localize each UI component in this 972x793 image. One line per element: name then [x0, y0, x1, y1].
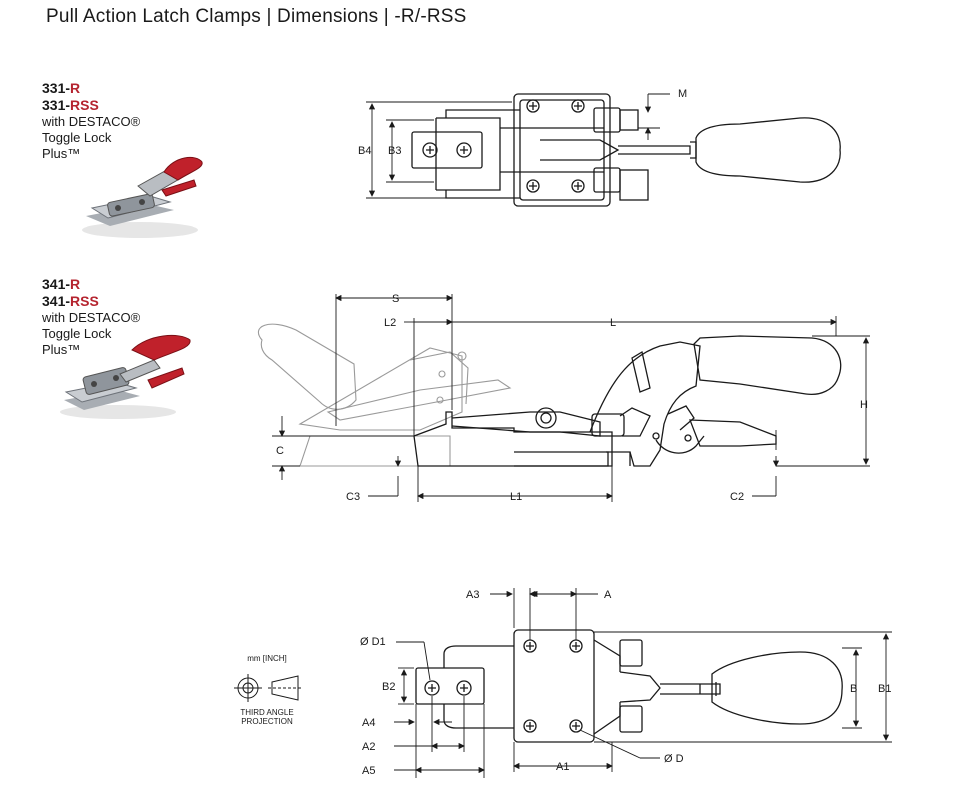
dim-d1: Ø D1: [360, 636, 386, 648]
model-331-rss-suffix: RSS: [70, 97, 99, 113]
dim-h: H: [860, 399, 868, 411]
model-341-rss-num: 341-: [42, 293, 71, 309]
model-331-desc-2: Toggle Lock: [42, 130, 112, 145]
dim-a2: A2: [362, 741, 375, 753]
model-341-desc-2: Toggle Lock: [42, 326, 112, 341]
dim-a4: A4: [362, 717, 375, 729]
dim-a3: A3: [466, 589, 479, 601]
dim-a: A: [604, 589, 612, 601]
dim-s: S: [392, 293, 399, 305]
model-331-rss-num: 331-: [42, 97, 71, 113]
model-341-desc-1: with DESTACO®: [42, 310, 141, 325]
model-331-r-suffix: R: [70, 80, 81, 96]
plan-view-dimensions: [394, 588, 892, 778]
side-view-dimensions: [272, 294, 870, 502]
dim-a1: A1: [556, 761, 569, 773]
dim-b4: B4: [358, 145, 371, 157]
model-331-desc-3: Plus™: [42, 146, 81, 161]
dim-m: M: [678, 88, 687, 100]
model-331-label: 331-R 331-RSS with DESTACO® Toggle Lock …: [42, 80, 140, 162]
dim-b3: B3: [388, 145, 401, 157]
model-341-r-num: 341-: [42, 276, 71, 292]
dim-l2: L2: [384, 317, 396, 329]
dim-b2: B2: [382, 681, 395, 693]
top-view-dimensions: [366, 93, 670, 199]
dim-d: Ø D: [664, 753, 684, 765]
projection-units: mm [INCH]: [247, 654, 287, 663]
model-331-desc-1: with DESTACO®: [42, 114, 141, 129]
dim-c3: C3: [346, 491, 360, 503]
side-view-drawing: [413, 335, 842, 467]
model-341-r-suffix: R: [70, 276, 81, 292]
product-photo-331: [82, 156, 203, 238]
dim-c: C: [276, 445, 284, 457]
projection-label-1: THIRD ANGLE: [240, 708, 294, 717]
model-341-label: 341-R 341-RSS with DESTACO® Toggle Lock …: [42, 276, 140, 358]
model-341-desc-3: Plus™: [42, 342, 81, 357]
dim-b: B: [850, 683, 857, 695]
dim-c2: C2: [730, 491, 744, 503]
third-angle-projection-icon: [234, 674, 302, 702]
dim-l: L: [610, 317, 616, 329]
dim-l1: L1: [510, 491, 522, 503]
plan-view-drawing: [415, 629, 843, 743]
projection-label-2: PROJECTION: [241, 717, 293, 726]
page-title: Pull Action Latch Clamps | Dimensions | …: [46, 6, 467, 27]
product-photo-341: [60, 334, 191, 419]
top-view-drawing: [411, 93, 841, 207]
side-view-open-position: [257, 323, 512, 467]
model-341-rss-suffix: RSS: [70, 293, 99, 309]
dim-a5: A5: [362, 765, 375, 777]
dim-b1: B1: [878, 683, 891, 695]
model-331-r-num: 331-: [42, 80, 71, 96]
